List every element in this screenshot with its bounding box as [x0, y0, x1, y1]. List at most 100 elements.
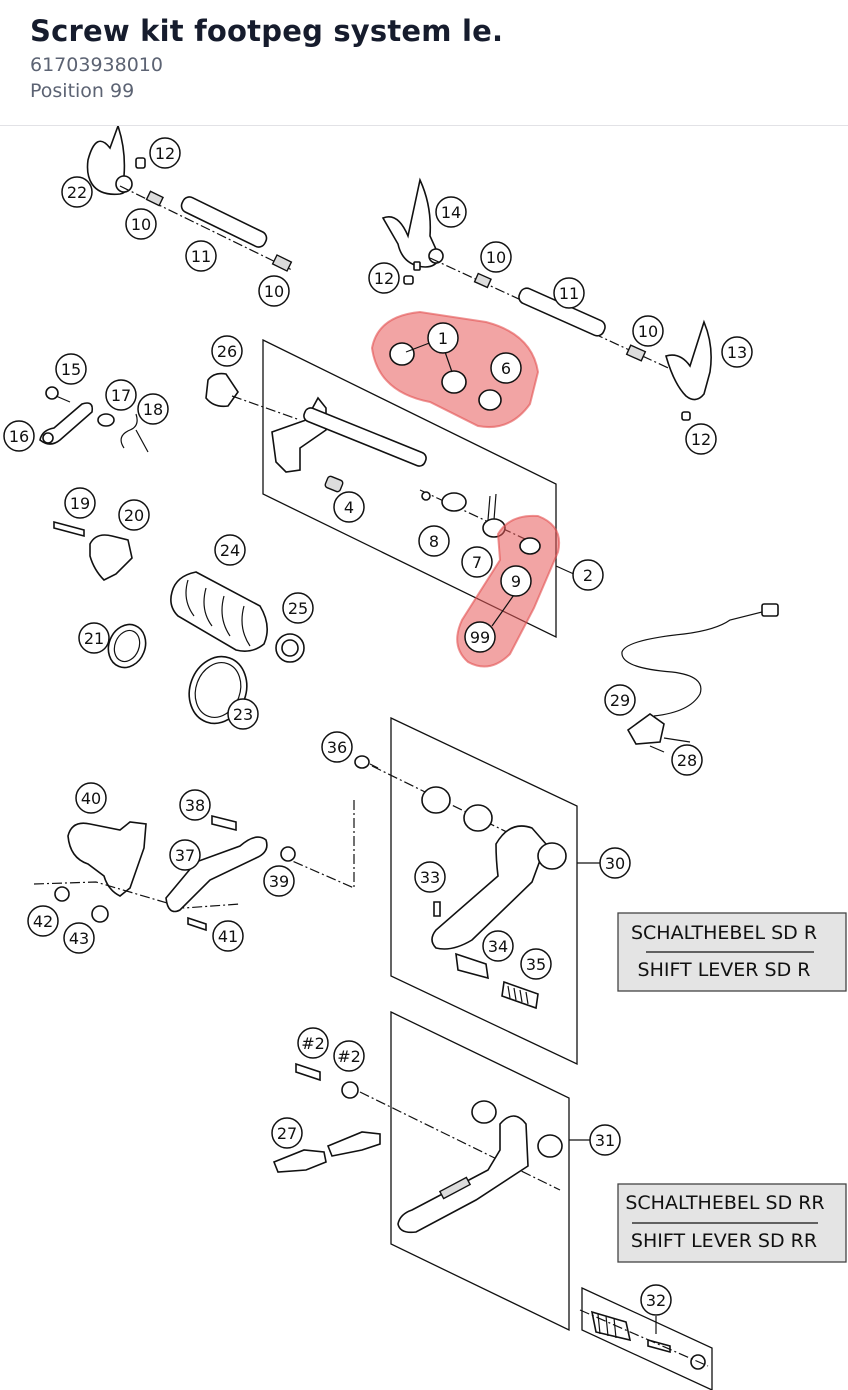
callout-circle[interactable] — [464, 621, 496, 653]
part-callout-25[interactable]: 25 — [282, 592, 314, 624]
callout-circle[interactable] — [500, 565, 532, 597]
part-callout-29[interactable]: 29 — [604, 684, 636, 716]
part-callout-12[interactable]: 12 — [685, 423, 717, 455]
part-callout-20[interactable]: 20 — [118, 499, 150, 531]
part-callout-13[interactable]: 13 — [721, 336, 753, 368]
callout-circle[interactable] — [297, 1027, 329, 1059]
part-callout-42[interactable]: 42 — [27, 905, 59, 937]
callout-circle[interactable] — [640, 1284, 672, 1316]
callout-circle[interactable] — [414, 861, 446, 893]
part-callout-35[interactable]: 35 — [520, 948, 552, 980]
callout-circle[interactable] — [427, 322, 459, 354]
part-callout-43[interactable]: 43 — [63, 922, 95, 954]
part-callout-38[interactable]: 38 — [179, 789, 211, 821]
callout-circle[interactable] — [271, 1117, 303, 1149]
part-callout-11[interactable]: 11 — [185, 240, 217, 272]
part-callout-33[interactable]: 33 — [414, 861, 446, 893]
callout-circle[interactable] — [480, 241, 512, 273]
part-callout-27[interactable]: 27 — [271, 1117, 303, 1149]
part-callout-14[interactable]: 14 — [435, 196, 467, 228]
part-callout-hash2[interactable]: #2 — [297, 1027, 329, 1059]
part-callout-99[interactable]: 99 — [464, 621, 496, 653]
part-callout-22[interactable]: 22 — [61, 176, 93, 208]
part-callout-10[interactable]: 10 — [125, 208, 157, 240]
part-callout-21[interactable]: 21 — [78, 622, 110, 654]
callout-circle[interactable] — [185, 240, 217, 272]
part-callout-23[interactable]: 23 — [227, 698, 259, 730]
callout-circle[interactable] — [55, 353, 87, 385]
callout-circle[interactable] — [214, 534, 246, 566]
part-callout-7[interactable]: 7 — [461, 546, 493, 578]
part-callout-10[interactable]: 10 — [632, 315, 664, 347]
callout-circle[interactable] — [179, 789, 211, 821]
part-callout-34[interactable]: 34 — [482, 930, 514, 962]
part-callout-37[interactable]: 37 — [169, 839, 201, 871]
callout-circle[interactable] — [599, 847, 631, 879]
part-callout-19[interactable]: 19 — [64, 487, 96, 519]
part-callout-32[interactable]: 32 — [640, 1284, 672, 1316]
callout-circle[interactable] — [169, 839, 201, 871]
callout-circle[interactable] — [149, 137, 181, 169]
part-callout-26[interactable]: 26 — [211, 335, 243, 367]
part-callout-10[interactable]: 10 — [480, 241, 512, 273]
callout-circle[interactable] — [27, 905, 59, 937]
callout-circle[interactable] — [212, 920, 244, 952]
callout-circle[interactable] — [685, 423, 717, 455]
callout-circle[interactable] — [118, 499, 150, 531]
part-callout-1[interactable]: 1 — [427, 322, 459, 354]
part-callout-11[interactable]: 11 — [553, 277, 585, 309]
callout-circle[interactable] — [721, 336, 753, 368]
callout-circle[interactable] — [61, 176, 93, 208]
callout-circle[interactable] — [137, 393, 169, 425]
callout-circle[interactable] — [671, 744, 703, 776]
part-callout-6[interactable]: 6 — [490, 352, 522, 384]
callout-circle[interactable] — [3, 420, 35, 452]
part-callout-9[interactable]: 9 — [500, 565, 532, 597]
callout-circle[interactable] — [418, 525, 450, 557]
part-callout-30[interactable]: 30 — [599, 847, 631, 879]
part-callout-12[interactable]: 12 — [368, 262, 400, 294]
callout-circle[interactable] — [125, 208, 157, 240]
part-callout-28[interactable]: 28 — [671, 744, 703, 776]
part-callout-12[interactable]: 12 — [149, 137, 181, 169]
part-callout-hash2[interactable]: #2 — [333, 1040, 365, 1072]
callout-circle[interactable] — [368, 262, 400, 294]
callout-circle[interactable] — [75, 782, 107, 814]
part-callout-4[interactable]: 4 — [333, 491, 365, 523]
callout-circle[interactable] — [632, 315, 664, 347]
callout-circle[interactable] — [490, 352, 522, 384]
part-callout-40[interactable]: 40 — [75, 782, 107, 814]
callout-circle[interactable] — [482, 930, 514, 962]
callout-circle[interactable] — [520, 948, 552, 980]
part-callout-2[interactable]: 2 — [572, 559, 604, 591]
part-callout-8[interactable]: 8 — [418, 525, 450, 557]
part-callout-36[interactable]: 36 — [321, 731, 353, 763]
callout-circle[interactable] — [604, 684, 636, 716]
callout-circle[interactable] — [333, 491, 365, 523]
callout-circle[interactable] — [589, 1124, 621, 1156]
callout-circle[interactable] — [63, 922, 95, 954]
part-callout-24[interactable]: 24 — [214, 534, 246, 566]
part-callout-41[interactable]: 41 — [212, 920, 244, 952]
callout-circle[interactable] — [227, 698, 259, 730]
callout-circle[interactable] — [64, 487, 96, 519]
callout-circle[interactable] — [321, 731, 353, 763]
callout-circle[interactable] — [435, 196, 467, 228]
callout-circle[interactable] — [105, 379, 137, 411]
callout-circle[interactable] — [78, 622, 110, 654]
part-callout-16[interactable]: 16 — [3, 420, 35, 452]
callout-circle[interactable] — [553, 277, 585, 309]
part-callout-10[interactable]: 10 — [258, 275, 290, 307]
part-callout-31[interactable]: 31 — [589, 1124, 621, 1156]
callout-circle[interactable] — [263, 865, 295, 897]
part-callout-39[interactable]: 39 — [263, 865, 295, 897]
callout-circle[interactable] — [258, 275, 290, 307]
callout-circle[interactable] — [282, 592, 314, 624]
callout-circle[interactable] — [333, 1040, 365, 1072]
part-callout-18[interactable]: 18 — [137, 393, 169, 425]
callout-circle[interactable] — [461, 546, 493, 578]
callout-circle[interactable] — [211, 335, 243, 367]
callout-circle[interactable] — [572, 559, 604, 591]
part-callout-17[interactable]: 17 — [105, 379, 137, 411]
part-callout-15[interactable]: 15 — [55, 353, 87, 385]
